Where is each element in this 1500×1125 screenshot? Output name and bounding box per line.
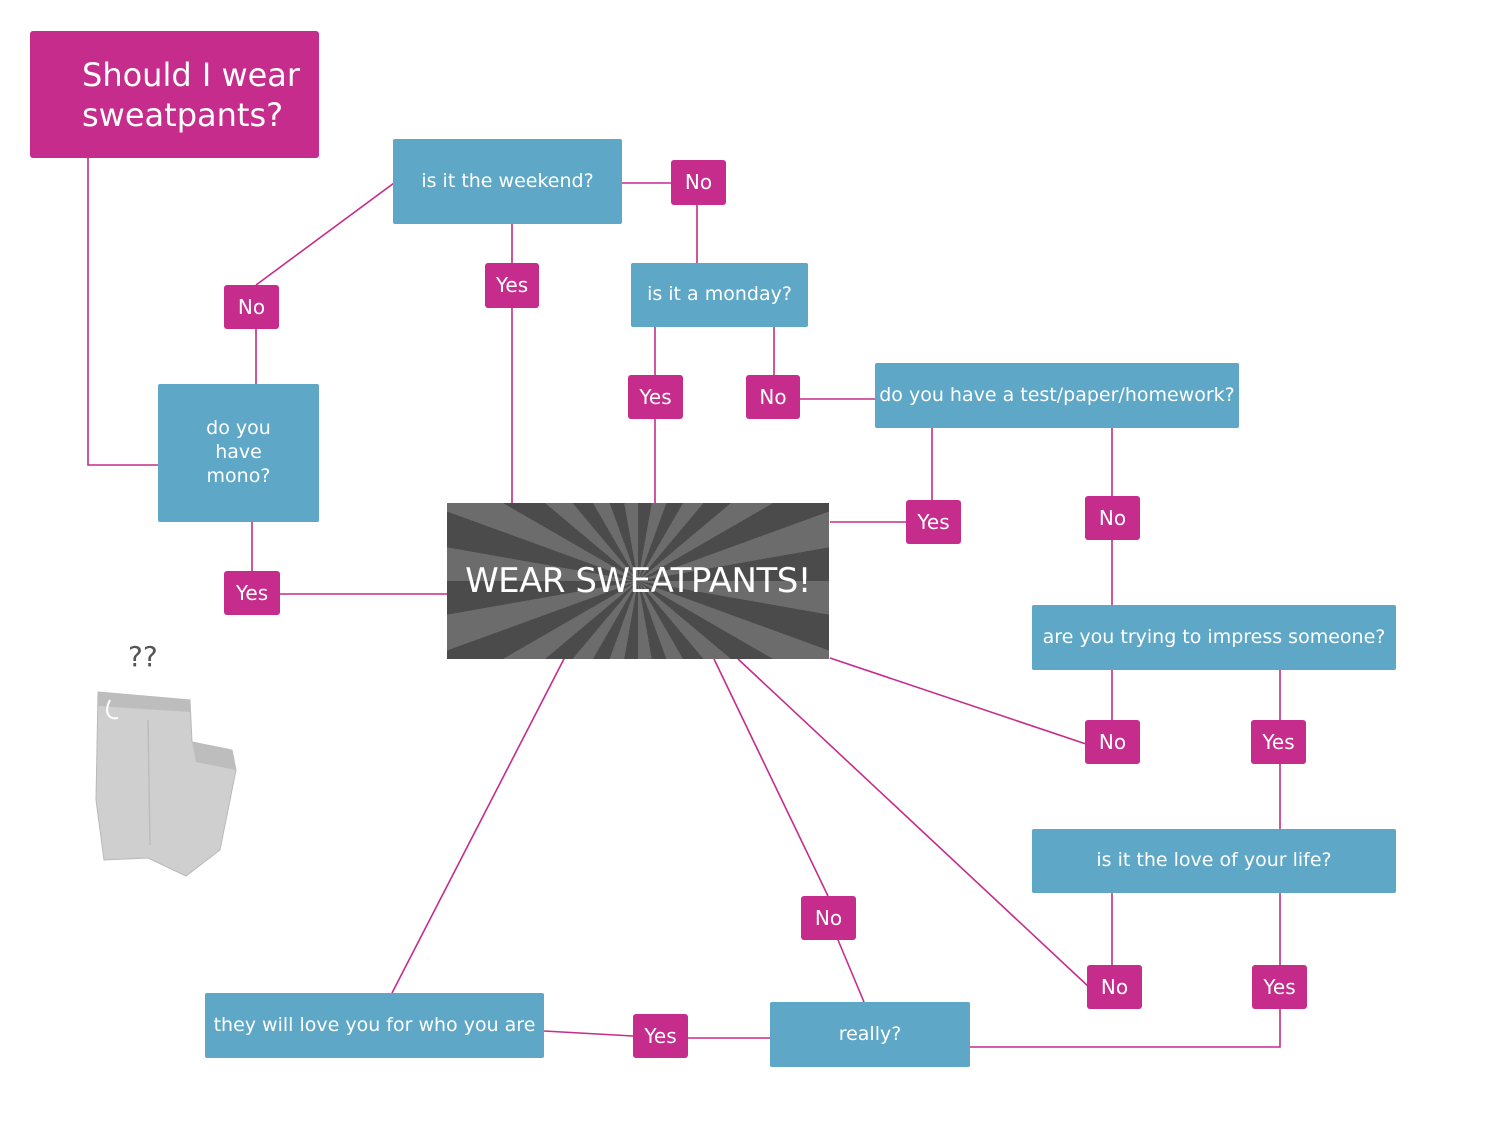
connector-loveyou-result <box>391 654 567 994</box>
answer-weekend-no-right: No <box>671 160 726 205</box>
answer-test-yes: Yes <box>906 500 961 544</box>
connector-weekend-no-left <box>255 182 395 286</box>
statement-love-you: they will love you for who you are <box>205 993 544 1058</box>
answer-impress-yes: Yes <box>1251 720 1306 764</box>
answer-impress-no: No <box>1085 720 1140 764</box>
answer-test-no: No <box>1085 496 1140 540</box>
answer-really-yes: Yes <box>633 1014 688 1058</box>
answer-mono-yes: Yes <box>224 571 280 615</box>
answer-result-no: No <box>801 896 856 940</box>
connector-result-no <box>713 658 829 897</box>
answer-love-no: No <box>1087 965 1142 1009</box>
question-mono: do you have mono? <box>158 384 319 522</box>
question-really: really? <box>770 1002 970 1067</box>
answer-weekend-no-left: No <box>224 285 279 329</box>
connector-title-mono <box>87 158 158 466</box>
sweatpants-illustration <box>95 691 237 877</box>
question-love: is it the love of your life? <box>1032 829 1396 893</box>
answer-monday-yes: Yes <box>628 375 683 419</box>
connector-impress-no-result <box>829 657 1087 745</box>
question-impress: are you trying to impress someone? <box>1032 605 1396 670</box>
connector-yes-loveyou <box>543 1030 634 1037</box>
connector-no-really <box>837 939 865 1003</box>
question-weekend: is it the weekend? <box>393 139 622 224</box>
flowchart-title: Should I wear sweatpants? <box>30 31 319 158</box>
answer-love-yes: Yes <box>1252 965 1307 1009</box>
question-marks: ?? <box>128 640 158 673</box>
question-test: do you have a test/paper/homework? <box>875 363 1239 428</box>
answer-monday-no: No <box>746 375 800 419</box>
answer-weekend-yes: Yes <box>485 263 539 308</box>
connector-love-no-result <box>737 658 1091 989</box>
question-monday: is it a monday? <box>631 263 808 327</box>
connector-love-yes-really <box>970 1009 1281 1048</box>
result-wear-sweatpants: WEAR SWEATPANTS! <box>447 503 829 659</box>
